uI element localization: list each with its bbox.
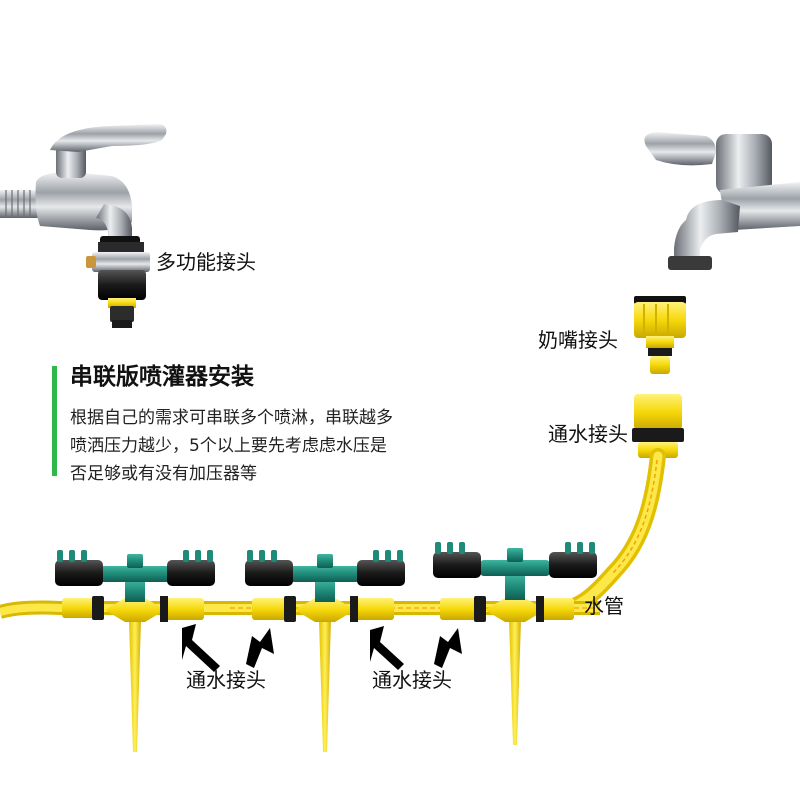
inline-connector [350, 596, 394, 622]
arrow-icon [434, 628, 462, 668]
instruction-line: 根据自己的需求可串联多个喷淋，串联越多 [70, 408, 393, 428]
sprinkler-1 [55, 550, 215, 752]
inline-connector [160, 596, 204, 622]
bottom-water-connector-label-left: 通水接头 [186, 668, 266, 692]
multi-function-adapter [86, 242, 150, 328]
multi-function-adapter-label: 多功能接头 [156, 250, 256, 274]
left-faucet [0, 124, 167, 250]
nipple-adapter [634, 296, 686, 374]
nipple-adapter-label: 奶嘴接头 [538, 328, 618, 352]
inline-connector [252, 596, 296, 622]
water-pipe-label: 水管 [584, 594, 624, 618]
top-water-connector [632, 394, 684, 458]
right-faucet [644, 132, 800, 270]
arrow-icon [246, 628, 274, 668]
instruction-line: 喷洒压力越少，5个以上要先考虑虑水压是 [70, 436, 387, 456]
pointer-arrows [182, 624, 462, 672]
inline-connector [62, 596, 104, 620]
arrow-icon [370, 626, 404, 670]
instruction-paragraph: 根据自己的需求可串联多个喷淋，串联越多 喷洒压力越少，5个以上要先考虑虑水压是 … [70, 404, 490, 488]
sprinkler-3 [433, 542, 597, 745]
arrow-icon [182, 624, 220, 672]
top-water-connector-label: 通水接头 [548, 422, 628, 446]
section-heading: 串联版喷灌器安装 [70, 364, 254, 390]
sprinkler-2 [245, 550, 405, 752]
bottom-water-connector-label-mid: 通水接头 [372, 668, 452, 692]
instruction-line: 否足够或有没有加压器等 [70, 464, 257, 484]
inline-connectors [62, 596, 574, 622]
accent-bar [52, 366, 57, 476]
water-hose [0, 448, 666, 619]
inline-connector [536, 596, 574, 622]
inline-connector [440, 596, 486, 622]
